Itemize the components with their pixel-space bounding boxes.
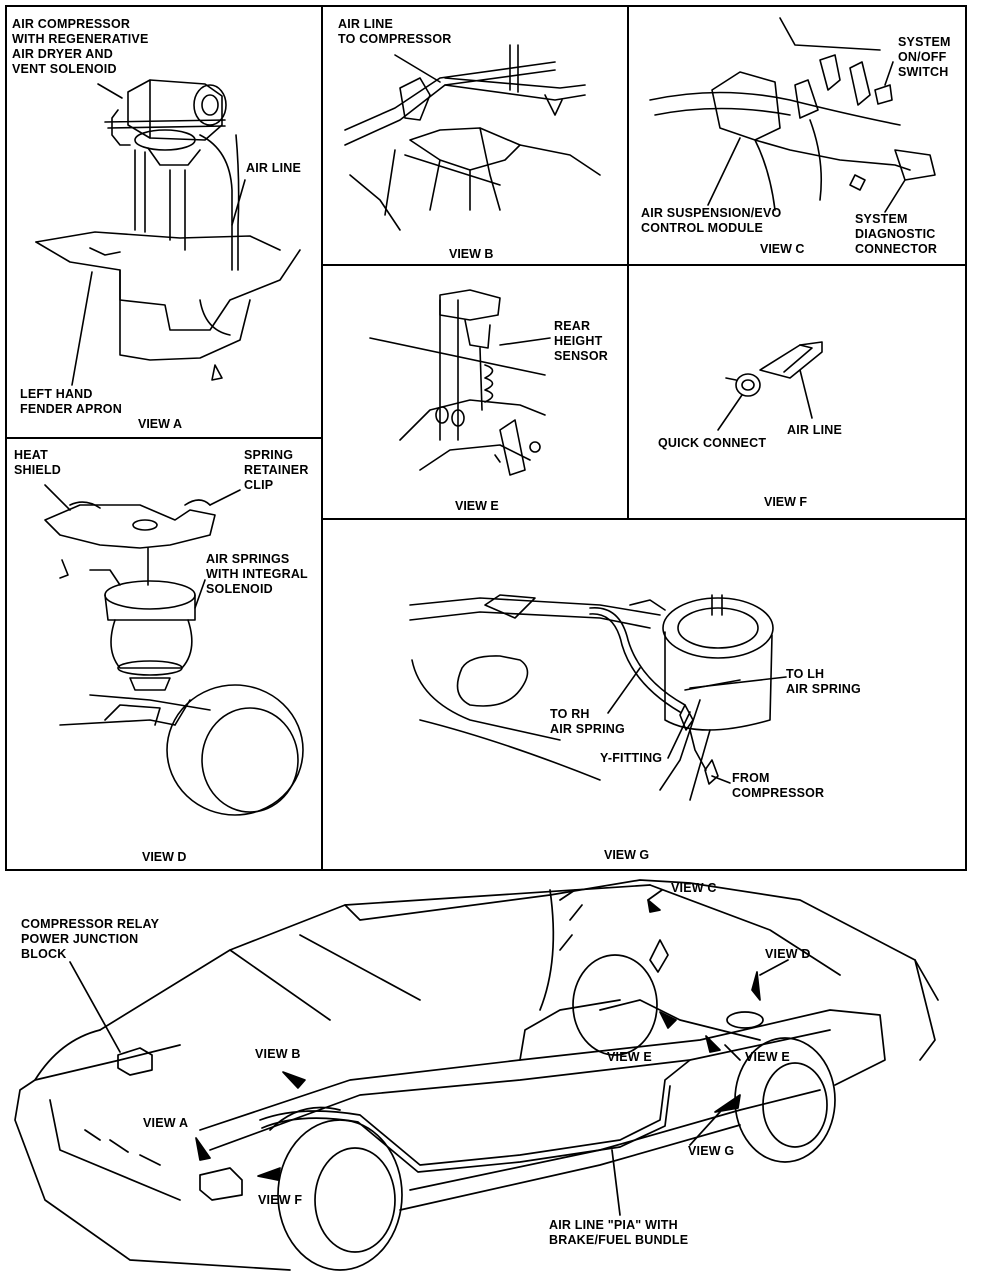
view-g-to-lh-label: TO LH AIR SPRING xyxy=(786,667,861,696)
view-f-title: VIEW F xyxy=(764,495,808,509)
view-c-title: VIEW C xyxy=(760,242,805,256)
view-a-compressor-label: AIR COMPRESSOR WITH REGENERATIVE AIR DRY… xyxy=(12,17,149,76)
view-d-clip-label: SPRING RETAINER CLIP xyxy=(244,448,309,492)
view-b-title: VIEW B xyxy=(449,247,494,261)
overview-callout-view-b: VIEW B xyxy=(255,1047,301,1061)
view-e-title: VIEW E xyxy=(455,499,499,513)
view-g-y-fitting-label: Y-FITTING xyxy=(600,751,663,765)
view-e-frame xyxy=(321,264,629,520)
view-d-title: VIEW D xyxy=(142,850,187,864)
view-f-air-line-label: AIR LINE xyxy=(787,423,843,437)
overview-callout-view-e-right: VIEW E xyxy=(745,1050,790,1064)
overview-callout-view-f: VIEW F xyxy=(258,1193,303,1207)
view-c-module-label: AIR SUSPENSION/EVO CONTROL MODULE xyxy=(641,206,782,235)
overview-callout-view-c: VIEW C xyxy=(671,881,717,895)
overview-callout-view-e-left: VIEW E xyxy=(607,1050,652,1064)
overview-drawing xyxy=(14,879,939,1271)
view-c-switch-label: SYSTEM ON/OFF SWITCH xyxy=(898,35,951,79)
view-g-to-rh-label: TO RH AIR SPRING xyxy=(550,707,625,736)
panel-frames xyxy=(5,5,967,871)
overview-callout-view-a: VIEW A xyxy=(143,1116,189,1130)
overview-callout-view-d: VIEW D xyxy=(765,947,811,961)
view-a-fender-label: LEFT HAND FENDER APRON xyxy=(20,387,122,416)
view-c-connector-label: SYSTEM DIAGNOSTIC CONNECTOR xyxy=(855,212,938,256)
view-c-drawing xyxy=(649,17,936,213)
view-g-from-compressor-label: FROM COMPRESSOR xyxy=(732,771,825,800)
view-b-air-line-label: AIR LINE TO COMPRESSOR xyxy=(338,17,452,46)
view-f-drawing xyxy=(717,341,823,431)
overview-pia-label: AIR LINE "PIA" WITH BRAKE/FUEL BUNDLE xyxy=(549,1218,689,1247)
view-f-quick-connect-label: QUICK CONNECT xyxy=(658,436,767,450)
overview-callout-view-g: VIEW G xyxy=(688,1144,735,1158)
view-e-drawing xyxy=(369,289,551,476)
view-a-title: VIEW A xyxy=(138,417,182,431)
view-g-title: VIEW G xyxy=(604,848,650,862)
view-f-frame xyxy=(627,264,967,520)
view-a-drawing xyxy=(35,79,301,386)
view-b-drawing xyxy=(344,44,601,231)
view-d-heat-shield-label: HEAT SHIELD xyxy=(14,448,62,477)
view-d-springs-label: AIR SPRINGS WITH INTEGRAL SOLENOID xyxy=(206,552,308,596)
view-a-air-line-label: AIR LINE xyxy=(246,161,302,175)
view-d-drawing xyxy=(44,484,304,816)
overview-relay-label: COMPRESSOR RELAY POWER JUNCTION BLOCK xyxy=(21,917,160,961)
view-e-sensor-label: REAR HEIGHT SENSOR xyxy=(554,319,608,363)
view-g-frame xyxy=(321,518,967,871)
view-g-drawing xyxy=(409,594,787,801)
